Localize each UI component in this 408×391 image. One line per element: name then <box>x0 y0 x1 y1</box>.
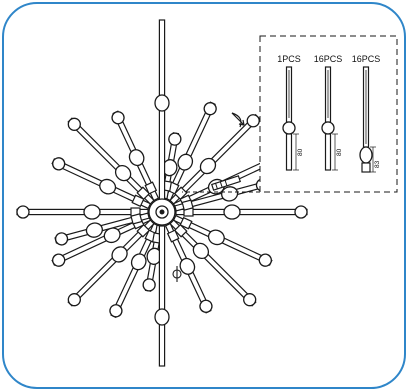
arm-socket <box>173 186 188 201</box>
fixture-arm <box>67 219 155 307</box>
arm-end-ball <box>258 253 272 267</box>
arm-ball <box>85 222 103 238</box>
arm-rod <box>169 219 257 307</box>
arm-end-ball <box>246 114 260 128</box>
arm-end-ball <box>199 299 213 313</box>
part-rod-2: 80 <box>321 66 343 171</box>
arm-socket <box>181 199 194 211</box>
arm-end-ball <box>67 293 81 307</box>
fixture-arm <box>111 110 160 202</box>
arm-socket <box>136 223 151 238</box>
arm-end-ball <box>168 132 182 146</box>
arm-end-ball <box>142 278 156 292</box>
arm-socket <box>173 223 188 238</box>
fixture-arm <box>54 212 150 246</box>
part-rod-1: 80 <box>282 66 304 171</box>
arm-end-ball <box>111 111 125 125</box>
fixture-arm <box>16 204 149 220</box>
arm-socket <box>130 213 143 225</box>
arm-ball <box>83 204 101 220</box>
arm-end-ball <box>243 293 257 307</box>
part-rod-3: 83 <box>359 66 381 173</box>
arm-rod <box>16 208 149 216</box>
arm-ball <box>207 229 225 246</box>
arm-ball <box>111 246 128 263</box>
arm-rod <box>175 208 308 216</box>
part-dimension-3: 83 <box>374 160 381 168</box>
fixture-arm <box>169 219 257 307</box>
part-qty-label-3: 16PCS <box>352 54 381 64</box>
arm-ball <box>179 257 196 275</box>
arm-ball <box>177 153 194 171</box>
fixture-arm <box>172 214 273 267</box>
hub-symbol-icon <box>172 266 182 282</box>
fixture-arm <box>164 222 213 314</box>
part-qty-label-1: 1PCS <box>277 54 301 64</box>
sputnik-fixture <box>16 19 308 367</box>
fixture-arm <box>175 204 308 220</box>
arm-socket <box>131 194 145 208</box>
arm-ball <box>199 157 217 175</box>
arm-end-ball <box>109 304 123 318</box>
center-hub-dot <box>159 209 165 215</box>
arm-end-ball <box>52 253 66 267</box>
arm-socket <box>166 229 180 243</box>
rotate-arrow-icon <box>231 112 245 128</box>
part-dimension-2: 80 <box>336 148 343 156</box>
arm-socket <box>144 181 158 195</box>
arm-end-ball <box>67 117 81 131</box>
arm-end-ball <box>52 157 66 171</box>
arm-end-ball <box>16 205 30 219</box>
lower-rod-ball <box>154 308 170 326</box>
part-qty-label-2: 16PCS <box>314 54 343 64</box>
lower-rod <box>158 225 166 367</box>
connector-clip-part <box>211 175 241 191</box>
fixture-arm <box>164 101 217 202</box>
arm-end-ball <box>294 205 308 219</box>
arm-ball <box>99 178 117 195</box>
fixture-arm <box>51 157 152 210</box>
arm-ball <box>114 164 132 182</box>
fixture-arm <box>142 224 163 292</box>
fixture-arm <box>169 113 261 205</box>
arm-socket <box>179 216 193 230</box>
parts-inset: 1PCS 16PCS 16PCS 80 80 <box>182 35 398 193</box>
arm-ball <box>128 149 145 167</box>
arm-end-ball <box>54 232 69 246</box>
part-dimension-1: 80 <box>297 148 304 156</box>
arm-ball <box>223 204 241 220</box>
fixture-arm <box>67 117 155 205</box>
arm-socket <box>136 186 151 201</box>
fixture-arm <box>109 222 160 319</box>
fixture-arm <box>161 132 182 200</box>
arm-ball <box>130 253 147 271</box>
arm-end-ball <box>203 102 217 116</box>
down-rod-ball <box>154 94 170 112</box>
